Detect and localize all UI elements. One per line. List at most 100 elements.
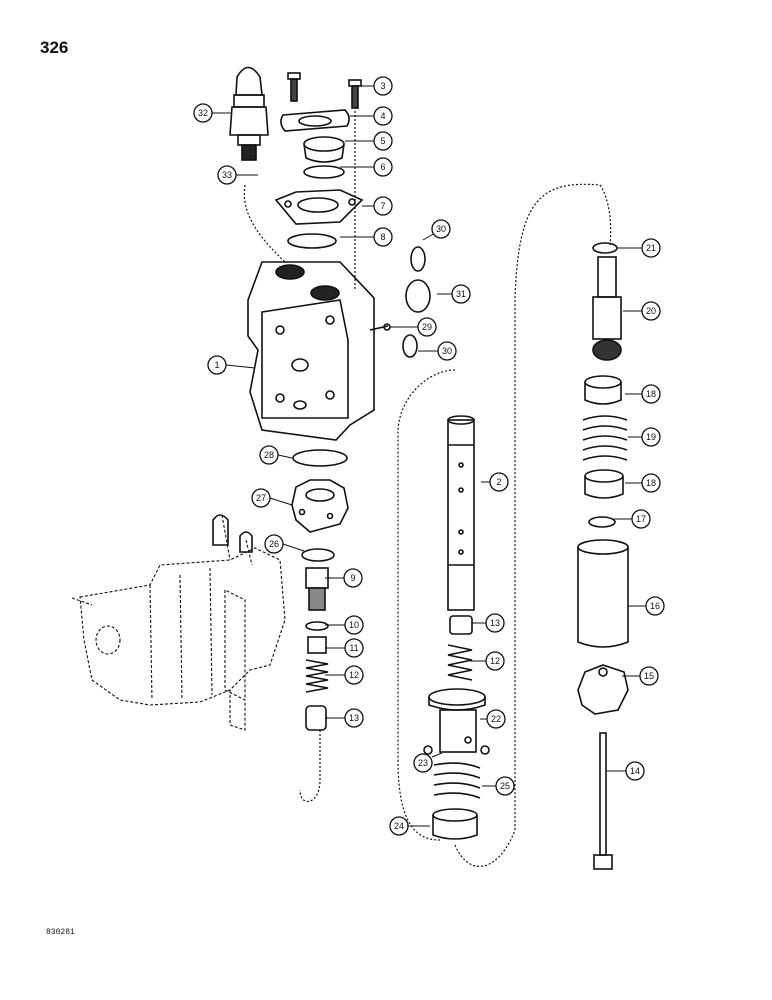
- callout-32: 32: [193, 103, 213, 123]
- drawing-code: 830281: [46, 928, 75, 937]
- callout-27: 27: [251, 488, 271, 508]
- callout-label-25: 25: [500, 781, 510, 791]
- spring-seat-18-lower: [584, 469, 624, 499]
- o-ring-6: [303, 165, 345, 179]
- assembly-path-lines: [243, 95, 612, 867]
- callout-15: 15: [639, 666, 659, 686]
- seat-13-center: [449, 615, 473, 635]
- o-ring-21: [592, 242, 618, 254]
- callout-label-24: 24: [394, 821, 404, 831]
- o-ring-30-upper: [410, 246, 426, 272]
- valve-spool: [447, 415, 475, 611]
- callout-18-upper: 18: [641, 384, 661, 404]
- callout-label-2: 2: [496, 477, 501, 487]
- callout-28: 28: [259, 445, 279, 465]
- callout-label-27: 27: [256, 493, 266, 503]
- callout-label-28: 28: [264, 450, 274, 460]
- callout-label-7: 7: [380, 201, 385, 211]
- callout-label-30-lower: 30: [442, 346, 452, 356]
- check-ball-29: [383, 323, 391, 331]
- callout-label-29: 29: [422, 322, 432, 332]
- callout-3: 3: [373, 76, 393, 96]
- callout-label-13-center: 13: [490, 618, 500, 628]
- callout-12-left: 12: [344, 665, 364, 685]
- callout-1: 1: [207, 355, 227, 375]
- callout-4: 4: [373, 106, 393, 126]
- callout-label-12-left: 12: [349, 670, 359, 680]
- callout-11: 11: [344, 638, 364, 658]
- end-cap-27: [291, 479, 349, 533]
- callout-23: 23: [413, 753, 433, 773]
- valve-body-section: [247, 261, 389, 441]
- o-ring-8: [287, 233, 337, 249]
- callout-29: 29: [417, 317, 437, 337]
- detent-stem-20: [592, 256, 622, 361]
- callout-30-lower: 30: [437, 341, 457, 361]
- callout-label-19: 19: [646, 432, 656, 442]
- callout-label-11: 11: [349, 643, 358, 653]
- flange-plate: [280, 109, 350, 132]
- o-ring-28: [292, 449, 348, 467]
- callout-label-15: 15: [644, 671, 654, 681]
- callout-13-center: 13: [485, 613, 505, 633]
- callout-label-26: 26: [269, 539, 279, 549]
- spring-seat-18-upper: [584, 375, 622, 405]
- callout-label-12-center: 12: [490, 656, 500, 666]
- callout-14: 14: [625, 761, 645, 781]
- end-cap: [274, 189, 364, 225]
- collar-24: [432, 808, 478, 840]
- callout-label-32: 32: [198, 108, 208, 118]
- o-ring-26: [301, 548, 335, 562]
- callout-label-22: 22: [491, 714, 501, 724]
- callout-25: 25: [495, 776, 515, 796]
- leader-lines: [212, 85, 646, 827]
- callout-label-20: 20: [646, 306, 656, 316]
- callout-label-14: 14: [630, 766, 640, 776]
- callout-label-33: 33: [222, 170, 232, 180]
- assembled-valve-inset: [71, 514, 286, 731]
- callout-24: 24: [389, 816, 409, 836]
- spacer-11: [307, 636, 327, 654]
- inset-top-fittings: [212, 514, 253, 553]
- o-ring-10: [305, 621, 329, 631]
- cap-15: [577, 664, 629, 715]
- callout-label-3: 3: [380, 81, 385, 91]
- callout-label-9: 9: [350, 573, 355, 583]
- detent-ball-right: [480, 745, 490, 755]
- callout-17: 17: [631, 509, 651, 529]
- callout-18-lower: 18: [641, 473, 661, 493]
- callouts: 1 2 3 4 5 6 7 8 9 10 11 12 12 13 13 14 1…: [193, 76, 665, 836]
- plug-9: [305, 567, 329, 611]
- callout-label-21: 21: [646, 243, 656, 253]
- spool-end-22: [428, 688, 486, 753]
- flange-plate-bore: [298, 115, 332, 127]
- callout-22: 22: [486, 709, 506, 729]
- callout-label-31: 31: [456, 289, 466, 299]
- callout-30-upper: 30: [431, 219, 451, 239]
- callout-label-23: 23: [418, 758, 428, 768]
- callout-9: 9: [343, 568, 363, 588]
- callout-label-6: 6: [380, 162, 385, 172]
- callout-label-18-upper: 18: [646, 389, 656, 399]
- callout-16: 16: [645, 596, 665, 616]
- callout-label-30-upper: 30: [436, 224, 446, 234]
- callout-12-center: 12: [485, 651, 505, 671]
- callout-21: 21: [641, 238, 661, 258]
- callout-label-18-lower: 18: [646, 478, 656, 488]
- callout-33: 33: [217, 165, 237, 185]
- callout-19: 19: [641, 427, 661, 447]
- callout-label-1: 1: [214, 360, 219, 370]
- sleeve-16: [577, 539, 629, 648]
- bushing: [303, 136, 345, 163]
- callout-26: 26: [264, 534, 284, 554]
- callout-13-left: 13: [344, 708, 364, 728]
- spring-12-left: [305, 659, 329, 693]
- callout-label-4: 4: [380, 111, 385, 121]
- mounting-screws: [287, 72, 362, 109]
- page-number: 326: [40, 38, 69, 57]
- callout-label-16: 16: [650, 601, 660, 611]
- detent-spring-25: [433, 762, 481, 799]
- callout-2: 2: [489, 472, 509, 492]
